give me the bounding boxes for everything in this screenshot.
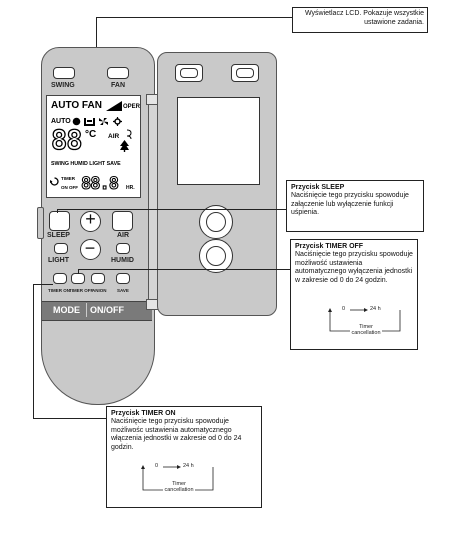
lcd-auto: AUTO <box>51 118 71 125</box>
timer-on-leader-h-top <box>33 284 53 285</box>
timer-on-button[interactable] <box>53 273 67 284</box>
timer-on-cycle-end: 24 h <box>183 463 194 469</box>
plus-icon: + <box>85 209 96 229</box>
sleep-leader-v <box>57 209 58 213</box>
lcd-display: AUTO FAN OPER AUTO 88 °C AIR SWING HUMID… <box>46 95 141 198</box>
sleep-callout-title: Przycisk SLEEP <box>291 184 345 191</box>
onoff-button[interactable]: ON/OFF <box>90 305 124 315</box>
mode-onoff-bar <box>42 301 152 321</box>
timer-off-leader-v <box>78 269 79 274</box>
sleep-callout-text: Naciśnięcie tego przycisku spowoduje zał… <box>291 192 409 217</box>
timer-on-leader-v <box>33 284 34 418</box>
sleep-leader-h <box>57 209 286 210</box>
fan-label: FAN <box>111 82 125 89</box>
timer-off-callout-title: Przycisk TIMER OFF <box>295 243 364 250</box>
fan-icon <box>99 118 108 125</box>
swing-label: SWING <box>51 82 75 89</box>
lcd-callout-title: Wyświetlacz LCD. <box>305 10 362 17</box>
timer-on-callout: Przycisk TIMER ON Naciśnięcie tego przyc… <box>106 406 262 508</box>
plus-button[interactable] <box>80 211 101 232</box>
lcd-degree-c: °C <box>85 129 97 140</box>
lcd-leader-h <box>96 17 293 18</box>
lcd-oper: OPER <box>123 104 141 110</box>
humid-button[interactable] <box>116 243 130 254</box>
humid-label: HUMID <box>111 257 134 264</box>
timer-on-callout-title: Przycisk TIMER ON <box>111 410 176 417</box>
mode-divider <box>86 303 87 317</box>
mode-button[interactable]: MODE <box>53 305 80 315</box>
minus-icon: − <box>84 238 96 258</box>
lcd-hr: HR. <box>126 185 135 191</box>
lcd-temp-digits: 88 <box>50 124 83 156</box>
person-outline-icon <box>126 129 132 140</box>
lcd-on-off: ON OFF <box>61 185 78 190</box>
lcd-auto-fan: AUTO FAN <box>51 100 102 111</box>
timer-clock-icon <box>50 177 59 186</box>
air-label: AIR <box>117 232 130 239</box>
sun-gear-icon <box>113 117 122 126</box>
timer-off-callout: Przycisk TIMER OFF Naciśnięcie tego przy… <box>290 239 418 350</box>
fan-button[interactable] <box>107 67 129 79</box>
timer-off-leader-h <box>78 269 291 270</box>
timer-on-leader-h-bottom <box>33 418 106 419</box>
air-button[interactable] <box>112 211 133 231</box>
lcd-timer-digits: 88.8 <box>80 173 119 194</box>
timer-on-callout-text: Naciśnięcie tego przycisku spowoduje moż… <box>111 418 242 451</box>
light-label: LIGHT <box>48 257 69 264</box>
lcd-modes: SWING HUMID LIGHT SAVE <box>51 161 121 167</box>
timer-off-label: TIMER OFF <box>69 288 94 293</box>
remote-side-clip <box>37 207 44 239</box>
timer-off-button[interactable] <box>71 273 85 284</box>
swing-button[interactable] <box>53 67 75 79</box>
light-button[interactable] <box>54 243 68 254</box>
timer-on-cycle-start: 0 <box>155 463 159 469</box>
sleep-round-inner <box>206 212 226 232</box>
timer-on-cycle-diagram: 0 24 h Timer cancellation <box>141 463 217 495</box>
person-icon <box>84 118 95 126</box>
save-label: SAVE <box>117 288 129 293</box>
tree-icon <box>120 140 129 152</box>
ir-emitter-right-inner <box>236 68 254 78</box>
timer-off-round-inner <box>206 246 226 266</box>
timer-off-cycle-cancel: Timer cancellation <box>351 324 381 336</box>
ir-emitter-left-inner <box>180 68 198 78</box>
sleep-callout: Przycisk SLEEP Naciśnięcie tego przycisk… <box>286 180 424 232</box>
timer-on-label: TIMER ON <box>48 288 70 293</box>
anion-button[interactable] <box>91 273 105 284</box>
anion-label: ANION <box>92 288 107 293</box>
timer-off-cycle-diagram: 0 24 h Timer cancellation <box>328 306 404 338</box>
timer-on-cycle-cancel: Timer cancellation <box>164 481 194 493</box>
back-window <box>177 97 260 185</box>
lcd-callout: Wyświetlacz LCD. Pokazuje wszystkie usta… <box>292 7 428 33</box>
minus-button[interactable] <box>80 239 101 260</box>
lcd-callout-text: Pokazuje wszystkie ustawione zadania. <box>363 10 424 26</box>
signal-bars-icon <box>106 101 122 111</box>
timer-off-cycle-start: 0 <box>342 306 346 312</box>
timer-off-cycle-arrows <box>328 308 401 332</box>
timer-on-cycle-arrows <box>141 465 214 491</box>
lcd-air: AIR <box>108 133 120 140</box>
timer-off-callout-text: Naciśnięcie tego przycisku spowoduje moż… <box>295 251 413 284</box>
save-button[interactable] <box>116 273 130 284</box>
lcd-timer: TIMER <box>61 176 75 181</box>
sleep-label: SLEEP <box>47 232 70 239</box>
timer-off-cycle-end: 24 h <box>370 306 381 312</box>
heat-sun-icon <box>72 117 81 126</box>
sleep-button[interactable] <box>49 211 70 231</box>
